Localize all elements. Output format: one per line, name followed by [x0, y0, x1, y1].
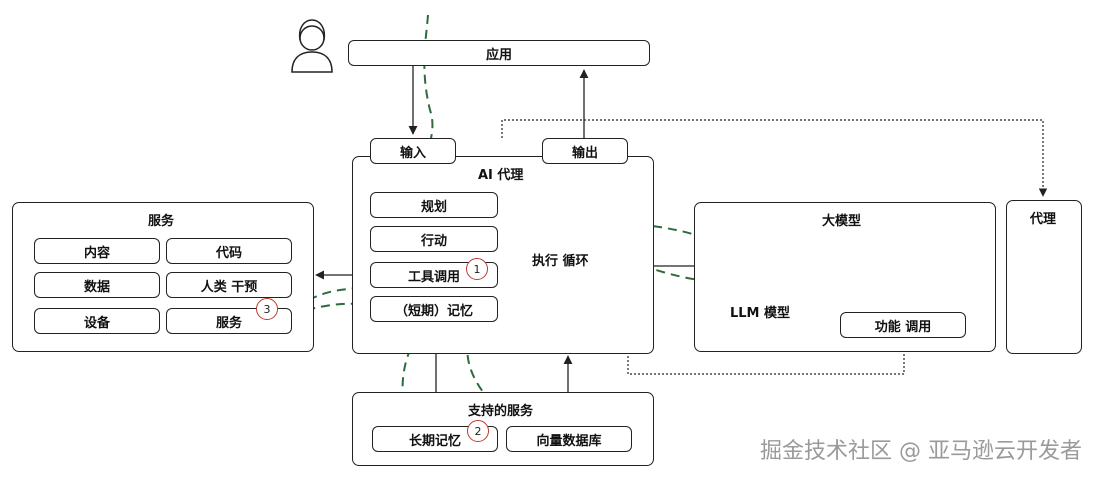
vector-db-box[interactable]: 向量数据库 [506, 426, 632, 452]
proxy-title: 代理 [1030, 212, 1057, 227]
llm-title: 大模型 [822, 214, 862, 229]
function-call-label: 功能 调用 [874, 319, 932, 335]
agent-item-plan[interactable]: 规划 [370, 192, 498, 218]
badge-3: 3 [256, 298, 278, 320]
service-item-human[interactable]: 人类 干预 [166, 272, 292, 298]
output-label: 输出 [571, 145, 598, 161]
user-icon [291, 19, 333, 73]
dotted-output-to-proxy [501, 119, 1048, 197]
agent-item-short-memory[interactable]: （短期）记忆 [370, 296, 498, 322]
badge-2: 2 [467, 420, 489, 442]
service-item-service-label: 服务 [215, 315, 242, 331]
function-call-box[interactable]: 功能 调用 [840, 312, 966, 338]
agent-item-tool-call-label: 工具调用 [407, 269, 460, 285]
app-title: 应用 [485, 47, 512, 63]
agent-item-action-label: 行动 [420, 233, 447, 249]
agent-item-plan-label: 规划 [420, 199, 447, 215]
output-box[interactable]: 输出 [542, 138, 628, 164]
watermark-text: 掘金技术社区 @ 亚马逊云开发者 [760, 439, 1082, 464]
ai-agent-container [352, 156, 654, 354]
agent-item-tool-call[interactable]: 工具调用 [370, 262, 498, 288]
execution-loop-label: 执行 循环 [532, 254, 589, 269]
support-title: 支持的服务 [468, 404, 534, 419]
badge-1: 1 [466, 258, 488, 280]
service-item-device[interactable]: 设备 [34, 308, 160, 334]
long-memory-box[interactable]: 长期记忆 [372, 426, 498, 452]
llm-model-label: LLM 模型 [729, 306, 791, 321]
service-item-data-label: 数据 [83, 279, 110, 295]
agent-item-short-memory-label: （短期）记忆 [394, 303, 473, 319]
vector-db-label: 向量数据库 [536, 433, 602, 449]
long-memory-label: 长期记忆 [408, 433, 461, 449]
service-item-code-label: 代码 [215, 245, 242, 261]
service-item-content-label: 内容 [83, 245, 110, 261]
service-item-data[interactable]: 数据 [34, 272, 160, 298]
service-item-device-label: 设备 [83, 315, 110, 331]
service-item-human-label: 人类 干预 [200, 279, 258, 295]
input-box[interactable]: 输入 [370, 138, 456, 164]
service-item-code[interactable]: 代码 [166, 238, 292, 264]
agent-item-action[interactable]: 行动 [370, 226, 498, 252]
ai-agent-title: AI 代理 [478, 168, 524, 183]
proxy-container [1006, 200, 1082, 354]
app-box[interactable]: 应用 [348, 40, 650, 66]
service-item-content[interactable]: 内容 [34, 238, 160, 264]
input-label: 输入 [399, 145, 426, 161]
services-title: 服务 [148, 214, 175, 229]
